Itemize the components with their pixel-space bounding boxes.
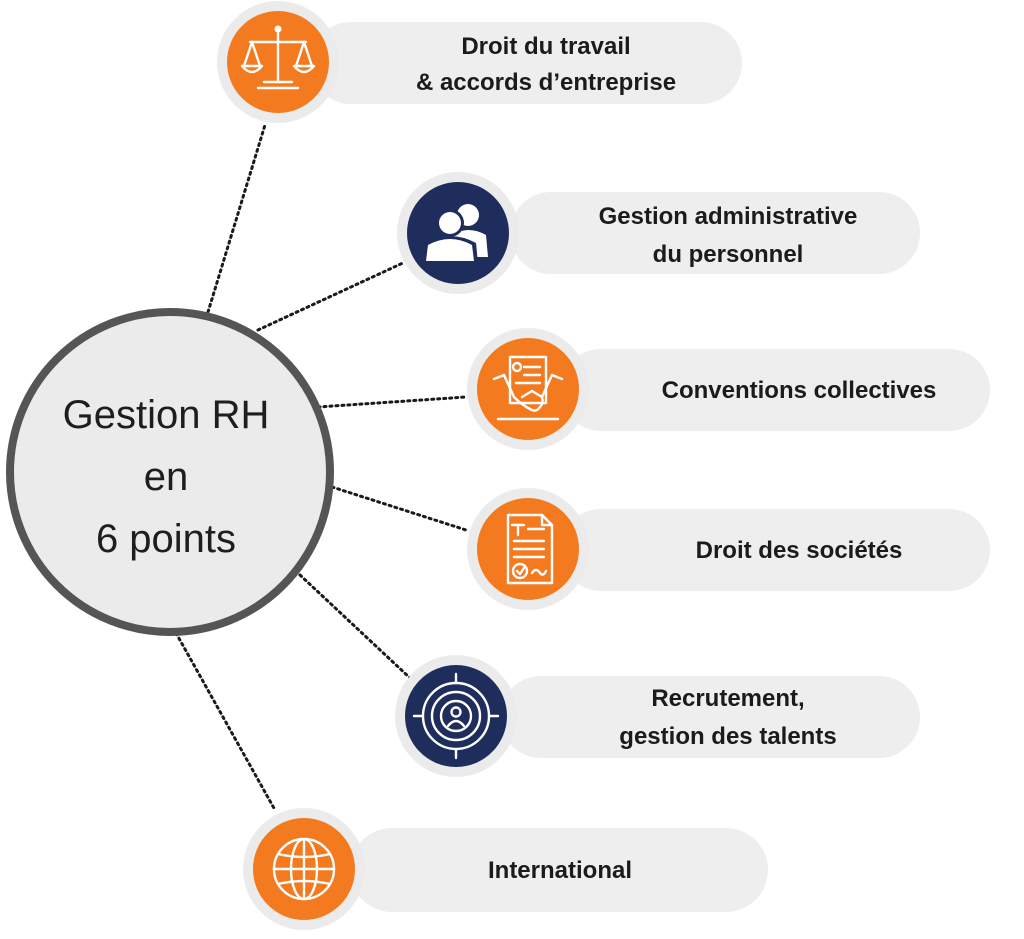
hub-line-1: Gestion RH [63, 393, 270, 437]
item-recrutement: Recrutement, gestion des talents [395, 655, 920, 777]
connector-2 [256, 260, 407, 332]
item-label-line-1: Recrutement, [651, 685, 804, 712]
connector-3 [316, 395, 468, 409]
hub-circle [6, 308, 334, 636]
item-droit-du-travail: Droit du travail & accords d’entreprise [217, 1, 742, 123]
label-pill [510, 192, 920, 274]
item-label: Conventions collectives [662, 377, 937, 404]
item-label-line-2: du personnel [653, 241, 804, 268]
label-pill [560, 349, 990, 431]
handshake-contract-icon [492, 355, 564, 421]
connector-5 [298, 573, 412, 680]
item-gestion-administrative: Gestion administrative du personnel [397, 172, 920, 294]
item-label: Droit des sociétés [696, 537, 903, 564]
item-label-line-2: gestion des talents [619, 723, 836, 750]
icon-badge [477, 338, 579, 440]
connector-6 [174, 631, 277, 812]
label-pill [310, 22, 742, 104]
hub-line-2: en [144, 455, 189, 499]
label-pill [560, 509, 990, 591]
connector-1 [206, 123, 267, 314]
hub: Gestion RH en 6 points [6, 308, 334, 636]
label-pill [350, 828, 768, 912]
people-icon [422, 204, 488, 263]
item-label: International [488, 857, 632, 884]
item-label-line-2: & accords d’entreprise [416, 69, 676, 96]
target-person-icon [412, 672, 500, 760]
connectors [174, 123, 468, 812]
scales-icon [240, 25, 316, 90]
item-droit-des-societes: Droit des sociétés [467, 488, 990, 610]
globe-icon [272, 837, 336, 901]
hub-line-3: 6 points [96, 517, 236, 561]
item-international: International [243, 808, 768, 930]
connector-4 [330, 485, 468, 532]
item-label-line-1: Gestion administrative [599, 203, 858, 230]
item-conventions-collectives: Conventions collectives [467, 328, 990, 450]
legal-document-icon [506, 513, 554, 585]
label-pill [500, 676, 920, 758]
item-label-line-1: Droit du travail [461, 33, 630, 60]
